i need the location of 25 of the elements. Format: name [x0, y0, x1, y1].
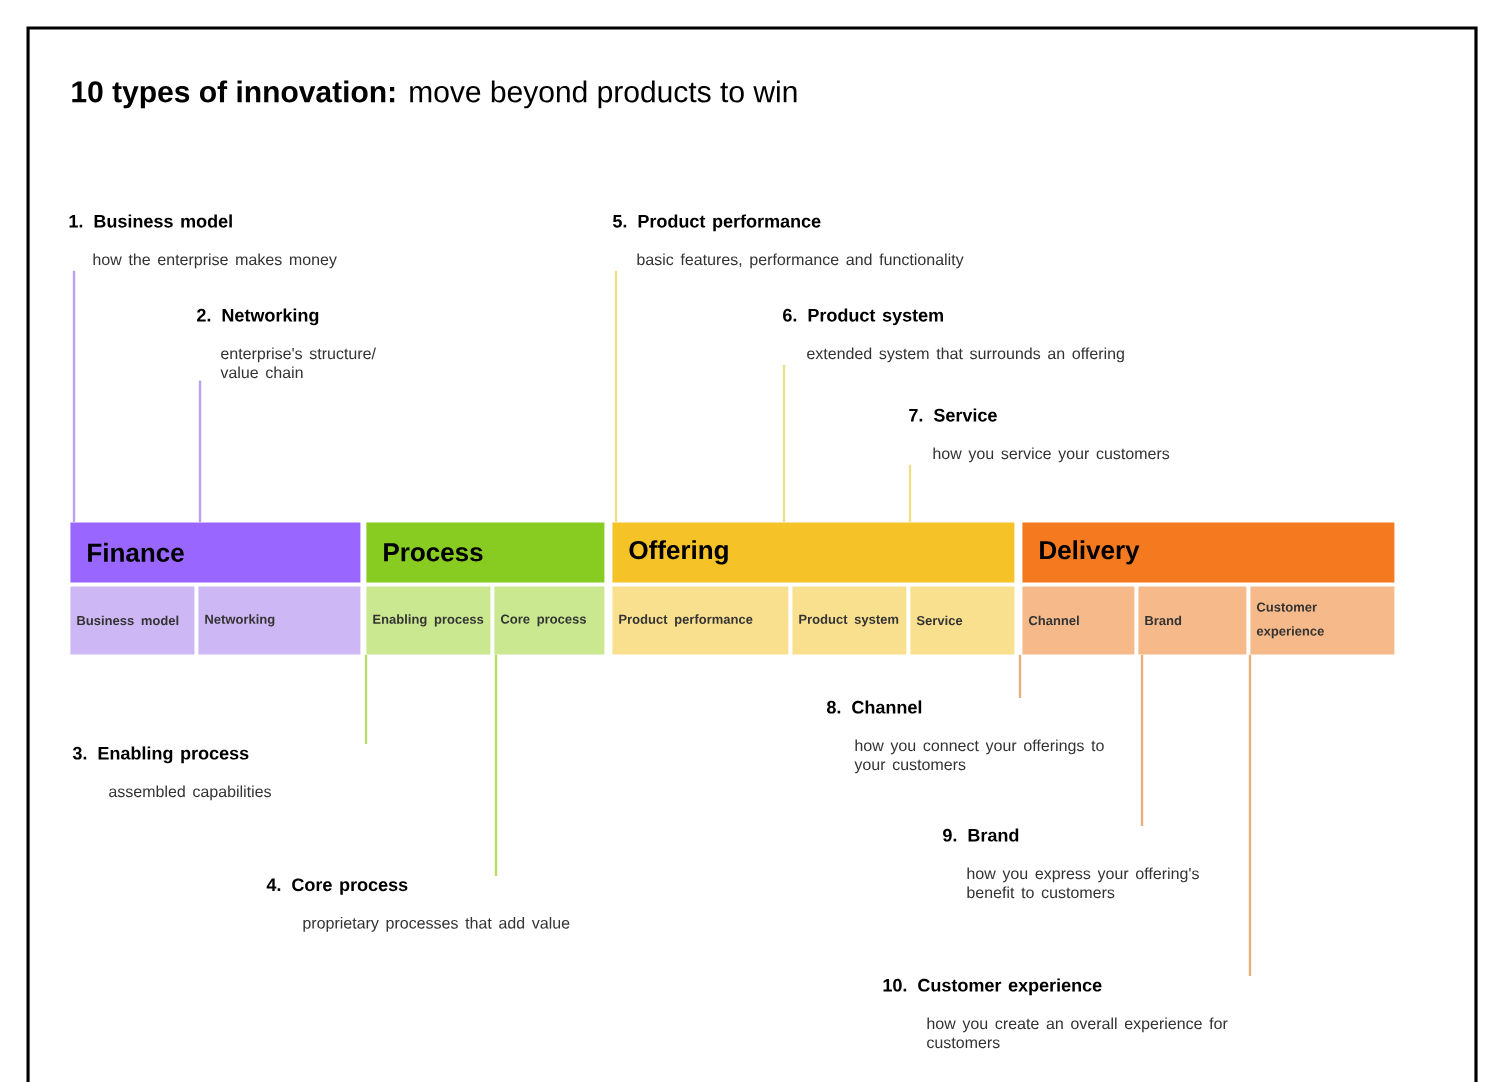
leader-line — [908, 464, 912, 522]
callout-text: 7. Service how you service your customers — [909, 408, 1170, 463]
title: 10 types of innovation: move beyond products to win — [72, 80, 797, 109]
category-band: Finance — [70, 522, 361, 583]
leader-line — [1248, 654, 1252, 976]
leader-line — [782, 364, 786, 522]
callout-text: 2. Networking enterprise's structure/ value chain — [197, 308, 376, 379]
callout-text: 4. Core process proprietary processes that add value — [266, 878, 570, 932]
callout-text: 5. Product performance basic features, performance and functionality — [612, 214, 964, 269]
category-band: Offering — [612, 522, 1015, 583]
category-band: Delivery — [1022, 522, 1395, 583]
callout-text: 6. Product system extended system that surrounds an offering — [783, 308, 1124, 363]
callout-text: 10. Customer experience how you create an overall experience for customers — [883, 978, 1228, 1049]
leader-line — [1140, 654, 1144, 826]
leader-line — [1018, 654, 1022, 698]
leader-line — [494, 654, 498, 876]
callout-text: 1. Business model how the enterprise makes money — [69, 214, 337, 269]
category-band: Process — [366, 522, 605, 583]
leader-line — [198, 380, 202, 522]
leader-line — [364, 654, 368, 744]
callout-text: 9. Brand how you express your offering's benefit to customers — [943, 828, 1199, 899]
leader-line — [72, 270, 76, 522]
leader-line — [614, 270, 618, 522]
callout-text: 3. Enabling process assembled capabilities — [72, 746, 271, 801]
callout-text: 8. Channel how you connect your offerings to your customers — [826, 700, 1104, 774]
